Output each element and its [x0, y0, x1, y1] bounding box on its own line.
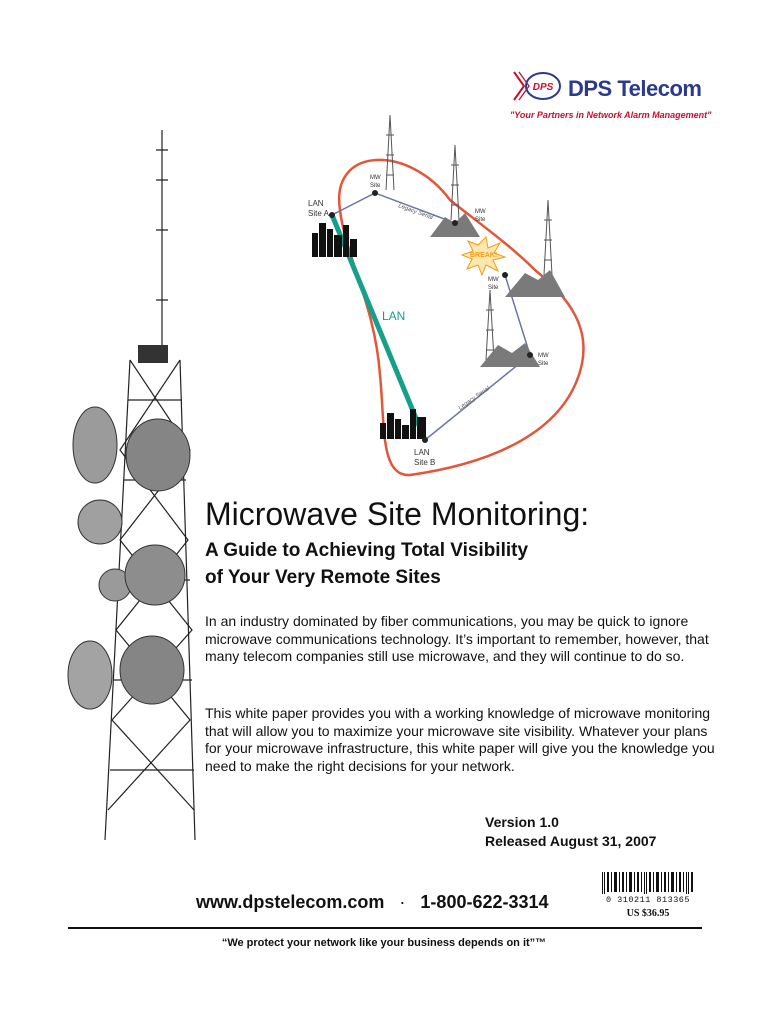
mountain-2 — [505, 270, 565, 297]
ring-loop — [337, 158, 585, 477]
intro-paragraph-2: This white paper provides you with a wor… — [205, 705, 715, 774]
label-lan-site-a-l2: Site A — [308, 209, 330, 218]
barcode-bars — [602, 872, 693, 894]
building-site-b — [380, 409, 426, 439]
version-label: Version 1.0 — [485, 814, 559, 830]
price-label: US $36.95 — [626, 908, 670, 919]
label-mw-site-4-l2: Site — [538, 361, 549, 367]
label-legacy-serial-bottom: Legacy Serial — [458, 385, 492, 411]
mountain-3 — [480, 343, 540, 367]
document-subtitle-line-2: of Your Very Remote Sites — [205, 567, 441, 588]
label-lan-site-a-l1: LAN — [308, 199, 324, 208]
label-mw-site-2-l1: MW — [475, 209, 486, 215]
break-burst — [460, 235, 507, 277]
label-mw-site-3-l1: MW — [488, 277, 499, 283]
building-site-a — [312, 223, 357, 257]
label-mw-site-1-l1: MW — [370, 175, 381, 181]
contact-separator: · — [399, 892, 406, 912]
intro-paragraph-1: In an industry dominated by fiber commun… — [205, 613, 709, 664]
label-lan-site-b-l2: Site B — [414, 458, 435, 467]
footer-divider — [68, 927, 702, 929]
barcode-digits: 0 310211 813365 — [605, 895, 690, 905]
cell-tower-illustration — [67, 130, 196, 841]
label-lan-site-b-l1: LAN — [414, 448, 430, 457]
logo-mark-text: DPS — [533, 82, 554, 93]
label-break: BREAK! — [470, 252, 497, 259]
website-link[interactable]: www.dpstelecom.com — [196, 892, 385, 912]
label-mw-site-1-l2: Site — [370, 183, 381, 189]
footer-quote: “We protect your network like your busin… — [221, 937, 547, 949]
dps-logo-mark: DPS — [513, 71, 561, 101]
contact-line: www.dpstelecom.com · 1-800-622-3314 — [196, 892, 549, 913]
release-date: Released August 31, 2007 — [485, 833, 657, 849]
label-mw-site-4-l1: MW — [538, 353, 549, 359]
serial-link-top — [331, 192, 456, 224]
barcode: 0 310211 813365 US $36.95 — [598, 872, 698, 920]
label-mw-site-2-l2: Site — [475, 217, 486, 223]
company-logo: DPS DPS Telecom "Your Partners in Networ… — [510, 66, 712, 126]
tower-icons — [385, 114, 553, 361]
document-subtitle-line-1: A Guide to Achieving Total Visibility — [205, 540, 529, 561]
brand-tagline: "Your Partners in Network Alarm Manageme… — [510, 110, 712, 120]
phone-number: 1-800-622-3314 — [420, 892, 549, 912]
label-mw-site-3-l2: Site — [488, 285, 499, 291]
label-lan: LAN — [382, 309, 405, 323]
document-title: Microwave Site Monitoring: — [205, 496, 590, 532]
dish-antennas — [67, 406, 191, 710]
brand-name: DPS Telecom — [568, 76, 702, 101]
